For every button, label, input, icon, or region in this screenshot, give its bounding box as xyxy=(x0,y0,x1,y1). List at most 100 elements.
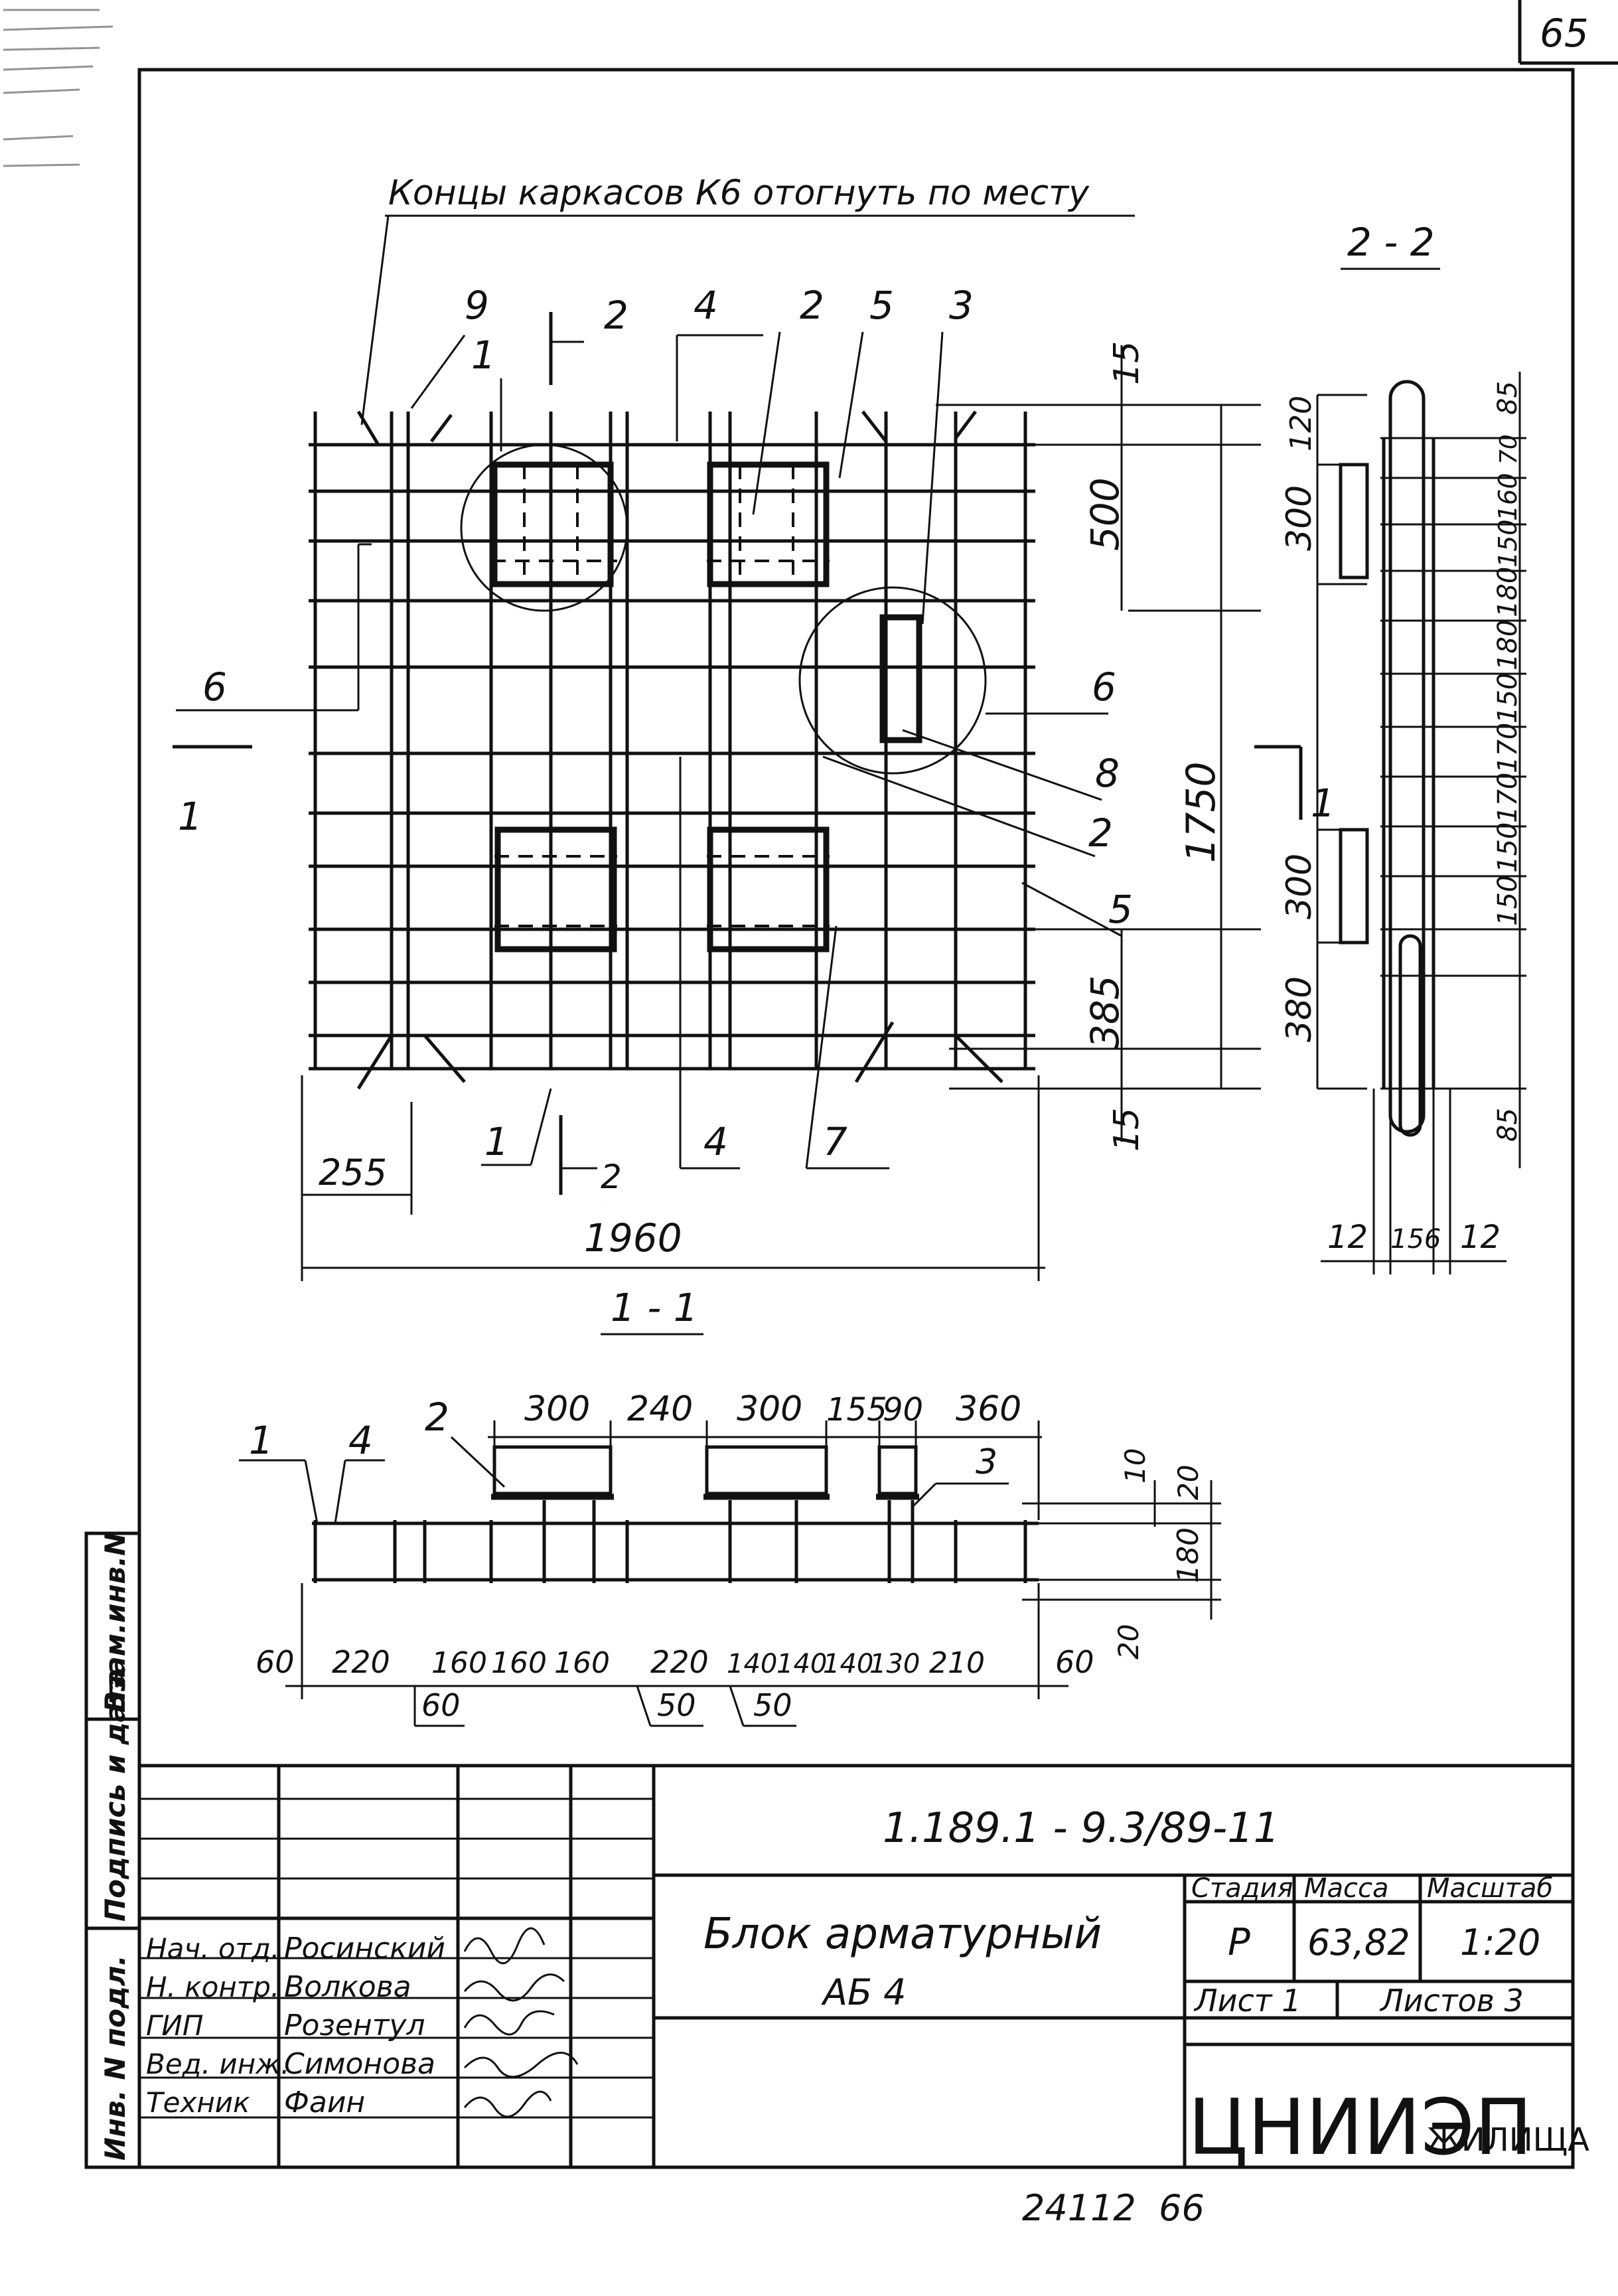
s22-dim-l0: 120 xyxy=(1284,396,1318,451)
detail-circle-right xyxy=(798,586,987,775)
s22-dim-r8: 170 xyxy=(1493,773,1523,823)
stage-header: Стадия xyxy=(1191,1873,1293,1904)
callout-9: 9 xyxy=(465,283,489,328)
staff-role-3: Вед. инж. xyxy=(146,2048,289,2080)
s11-bot-4: 160 xyxy=(554,1646,610,1680)
section-1-1-verticals xyxy=(313,1500,1027,1583)
s11-bot-3: 160 xyxy=(491,1646,547,1680)
s22-dim-r4: 180 xyxy=(1493,567,1523,617)
callout-1-bottom: 1 xyxy=(484,1119,509,1164)
section-2-2: 2 - 2 xyxy=(1280,220,1526,1274)
s22-dim-r2: 160 xyxy=(1493,473,1522,521)
dim-1750: 1750 xyxy=(1178,761,1224,863)
staff-name-0: Росинский xyxy=(284,1932,445,1965)
org-name: ЦНИИЭП xyxy=(1188,2083,1532,2173)
page-number: 65 xyxy=(1540,11,1589,56)
s22-dim-r11: 85 xyxy=(1493,1108,1523,1142)
bottom-codes: 24112 66 xyxy=(1022,2187,1205,2229)
callout-2-plate: 2 xyxy=(800,283,824,328)
staff-role-2: ГИП xyxy=(146,2009,203,2042)
stage-value: Р xyxy=(1228,1921,1250,1964)
plate-dashed-lines xyxy=(491,465,830,927)
org-sub: ЖИЛИЩА xyxy=(1427,2121,1589,2159)
s11-bot-6: 140 xyxy=(727,1649,777,1679)
s22-dim-l1: 300 xyxy=(1280,485,1319,551)
dim-255: 255 xyxy=(319,1152,387,1193)
section-1-1-dim-lines xyxy=(239,1420,1221,1727)
staff-role-4: Техник xyxy=(146,2086,250,2119)
section-mark-1-left: 1 xyxy=(178,794,202,839)
staff-name-2: Розентул xyxy=(284,2009,425,2042)
s11-top-1: 240 xyxy=(627,1389,693,1429)
plate-small xyxy=(879,614,922,743)
s11-bot-0: 60 xyxy=(256,1644,295,1680)
bent-ends xyxy=(356,410,1003,1090)
note-text: Концы каркасов К6 отогнуть по месту xyxy=(388,173,1090,213)
s11-bot-9: 130 xyxy=(869,1649,920,1679)
signatures xyxy=(463,1927,579,2118)
product-mark: АБ 4 xyxy=(821,1971,907,2013)
s11-top-4: 90 xyxy=(883,1391,923,1428)
scale-header: Масштаб xyxy=(1427,1873,1553,1904)
doc-code: 1.189.1 - 9.3/89-11 xyxy=(883,1803,1280,1852)
s11-top-5: 360 xyxy=(956,1389,1021,1429)
section-2-2-ticks xyxy=(1316,372,1526,1274)
s22-dim-r7: 170 xyxy=(1493,723,1523,773)
callout-2-top: 2 xyxy=(604,293,628,338)
callout-4-bottom: 4 xyxy=(703,1119,728,1164)
callout-1-top: 1 xyxy=(471,333,496,378)
callout-6-right: 6 xyxy=(1092,664,1116,710)
plan-leaders xyxy=(176,331,1122,1170)
dim-15-top: 15 xyxy=(1107,341,1147,385)
s22-dim-r1: 70 xyxy=(1495,434,1522,465)
s22-dim-r3: 150 xyxy=(1493,519,1522,568)
sheet-count: Листов 3 xyxy=(1379,1983,1524,2019)
plan-dimension-lines xyxy=(301,345,1261,1281)
section-2-2-title: 2 - 2 xyxy=(1347,220,1435,265)
plan-view: Концы каркасов К6 отогнуть по месту xyxy=(173,173,1335,1281)
mass-value: 63,82 xyxy=(1307,1922,1410,1963)
s11-top-3: 155 xyxy=(826,1391,887,1428)
s22-dim-r5: 180 xyxy=(1493,620,1523,670)
plate-bottom-left xyxy=(494,826,617,953)
callout-5-right: 5 xyxy=(1108,887,1133,932)
s11-callout-3: 3 xyxy=(976,1442,997,1482)
s22-dim-r6: 150 xyxy=(1493,673,1523,724)
callout-2-bottom: 2 xyxy=(601,1158,622,1196)
dim-15-bottom: 15 xyxy=(1107,1108,1147,1152)
s22-dim-r10: 150 xyxy=(1493,876,1523,926)
s22-dim-r9: 150 xyxy=(1493,822,1523,873)
callout-7: 7 xyxy=(823,1119,847,1164)
staff-role-1: Н. контр. xyxy=(146,1971,279,2003)
s11-callout-1: 1 xyxy=(249,1418,273,1463)
s11-right-3: 20 xyxy=(1112,1624,1145,1659)
s11-bot-5: 220 xyxy=(650,1644,709,1680)
page-number-box: 65 xyxy=(1518,0,1618,65)
s11-low-0: 60 xyxy=(421,1687,461,1723)
s11-bot-7: 140 xyxy=(776,1649,827,1679)
section-marks xyxy=(173,312,1303,1195)
s11-right-0: 10 xyxy=(1119,1448,1151,1484)
s22-dim-b1: 156 xyxy=(1390,1224,1441,1255)
left-margin-strip: Инв. N подл. Подпись и дата Взам.инв.N xyxy=(84,1531,141,2169)
mass-header: Масса xyxy=(1304,1873,1389,1904)
sheet-frame xyxy=(137,68,1575,2169)
s11-top-2: 300 xyxy=(737,1389,802,1429)
s22-dim-b0: 12 xyxy=(1327,1219,1368,1256)
plate-top-left xyxy=(491,461,614,587)
callout-4-top: 4 xyxy=(694,283,718,328)
staff-name-3: Симонова xyxy=(284,2047,435,2081)
side-label-inv: Инв. N подл. xyxy=(99,1955,131,2161)
side-label-exch: Взам.инв.N xyxy=(99,1533,131,1713)
sheet-number: Лист 1 xyxy=(1193,1983,1301,2019)
s11-bot-11: 60 xyxy=(1055,1644,1094,1680)
section-mark-1-right: 1 xyxy=(1311,781,1335,826)
s11-right-1: 20 xyxy=(1172,1465,1205,1500)
s11-bot-2: 160 xyxy=(431,1646,487,1680)
callout-5-top: 5 xyxy=(869,283,894,328)
staff-name-1: Волкова xyxy=(284,1970,411,2004)
s11-low-2: 50 xyxy=(753,1687,792,1723)
horizontal-bars xyxy=(309,443,1035,1071)
s11-bot-8: 140 xyxy=(823,1649,873,1679)
title-block: 1.189.1 - 9.3/89-11 Блок арматурный АБ 4… xyxy=(139,1764,1589,2173)
